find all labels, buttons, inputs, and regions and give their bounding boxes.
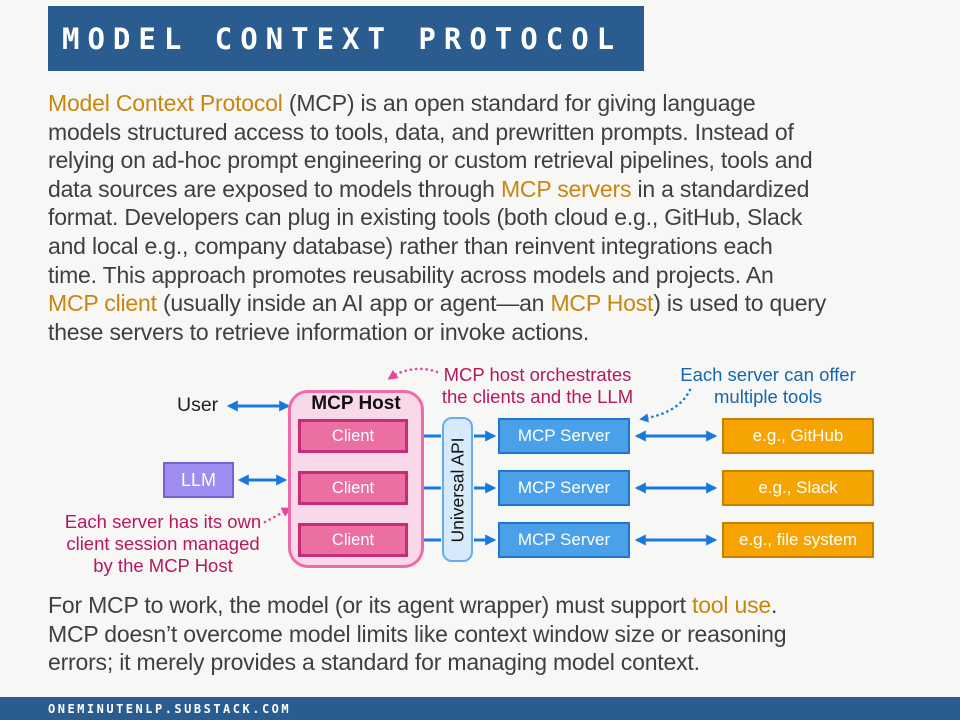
outro-paragraph: For MCP to work, the model (or its agent… (48, 591, 928, 677)
client-box-1: Client (298, 419, 408, 453)
paragraph-line: errors; it merely provides a standard fo… (48, 648, 928, 677)
paragraph-line: For MCP to work, the model (or its agent… (48, 591, 928, 620)
user-label: User (177, 394, 219, 416)
text-segment: format. Developers can plug in existing … (48, 204, 803, 231)
mcp-host-title: MCP Host (311, 393, 401, 414)
text-segment: these servers to retrieve information or… (48, 318, 590, 345)
host-orchestrates-note: MCP host orchestrates the clients and th… (425, 364, 650, 407)
client-box-3: Client (298, 523, 408, 557)
tool-box-github: e.g., GitHub (722, 418, 874, 454)
text-segment: time. This approach promotes reusability… (48, 261, 774, 288)
note-line: multiple tools (714, 385, 822, 407)
universal-api-box: Universal API (442, 417, 473, 562)
mcp-server-box-2: MCP Server (498, 470, 630, 506)
universal-api-label: Universal API (447, 436, 467, 543)
note-line: by the MCP Host (93, 555, 233, 576)
paragraph-line: and local e.g., company database) rather… (48, 232, 928, 261)
llm-box: LLM (163, 462, 234, 498)
text-segment: data sources are exposed to models throu… (48, 175, 501, 202)
intro-paragraph: Model Context Protocol (MCP) is an open … (48, 89, 928, 346)
note-line: Each server can offer (680, 364, 856, 385)
text-segment: (usually inside an AI app or agent—an (156, 290, 551, 317)
note-line: MCP host orchestrates (443, 364, 632, 385)
footer-band: ONEMINUTENLP.SUBSTACK.COM (0, 697, 960, 720)
footer-url: ONEMINUTENLP.SUBSTACK.COM (48, 701, 292, 716)
paragraph-line: these servers to retrieve information or… (48, 318, 928, 347)
note-line: the clients and the LLM (441, 385, 634, 407)
text-segment: (MCP) is an open standard for giving lan… (282, 90, 756, 116)
accent-text: MCP servers (500, 175, 632, 202)
paragraph-line: Model Context Protocol (MCP) is an open … (48, 89, 928, 118)
note-line: client session managed (66, 533, 260, 554)
page-title: MODEL CONTEXT PROTOCOL (62, 21, 623, 56)
paragraph-line: MCP client (usually inside an AI app or … (48, 289, 928, 318)
accent-text: MCP Host (550, 290, 654, 317)
text-segment: in a standardized (631, 175, 810, 202)
accent-text: tool use (692, 592, 771, 618)
accent-text: MCP client (48, 290, 157, 317)
paragraph-line: data sources are exposed to models throu… (48, 175, 928, 204)
client-session-note: Each server has its own client session m… (55, 511, 271, 577)
accent-text: Model Context Protocol (48, 90, 283, 116)
text-segment: For MCP to work, the model (or its agent… (48, 592, 693, 618)
text-segment: models structured access to tools, data,… (48, 118, 794, 145)
text-segment: relying on ad-hoc prompt engineering or … (48, 147, 813, 174)
text-segment: errors; it merely provides a standard fo… (48, 649, 700, 676)
header-band: MODEL CONTEXT PROTOCOL (48, 6, 644, 71)
text-segment: MCP doesn’t overcome model limits like c… (48, 620, 787, 647)
tool-box-file-system: e.g., file system (722, 522, 874, 558)
text-segment: and local e.g., company database) rather… (48, 232, 773, 259)
paragraph-line: time. This approach promotes reusability… (48, 261, 928, 290)
tool-box-slack: e.g., Slack (722, 470, 874, 506)
text-segment: . (770, 592, 778, 618)
mcp-server-box-3: MCP Server (498, 522, 630, 558)
paragraph-line: relying on ad-hoc prompt engineering or … (48, 146, 928, 175)
note-line: Each server has its own (64, 511, 262, 532)
mcp-server-box-1: MCP Server (498, 418, 630, 454)
multiple-tools-note: Each server can offer multiple tools (665, 364, 871, 407)
paragraph-line: models structured access to tools, data,… (48, 118, 928, 147)
client-box-2: Client (298, 471, 408, 505)
paragraph-line: format. Developers can plug in existing … (48, 203, 928, 232)
paragraph-line: MCP doesn’t overcome model limits like c… (48, 620, 928, 649)
text-segment: ) is used to query (653, 290, 827, 317)
